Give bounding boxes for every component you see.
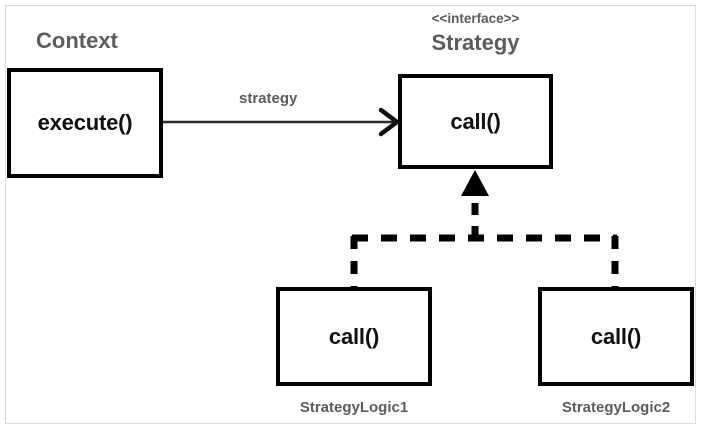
class-member-call-strategy: call() (450, 108, 501, 134)
class-member-execute: execute() (37, 110, 133, 135)
class-title-strategylogic1: StrategyLogic1 (299, 399, 409, 416)
class-stereotype-interface: <<interface>> (431, 11, 520, 26)
class-title-strategylogic2: StrategyLogic2 (561, 399, 671, 416)
class-title-strategy: Strategy (431, 30, 520, 55)
class-member-call-logic1: call() (328, 323, 380, 349)
class-box-strategylogic1[interactable]: call() (276, 287, 432, 386)
class-title-context: Context (36, 28, 118, 53)
class-box-strategy[interactable]: call() (398, 74, 553, 169)
class-box-context[interactable]: execute() (7, 68, 163, 178)
class-box-strategylogic2[interactable]: call() (538, 287, 694, 386)
class-member-call-logic2: call() (590, 323, 642, 349)
association-label-strategy: strategy (239, 90, 298, 107)
